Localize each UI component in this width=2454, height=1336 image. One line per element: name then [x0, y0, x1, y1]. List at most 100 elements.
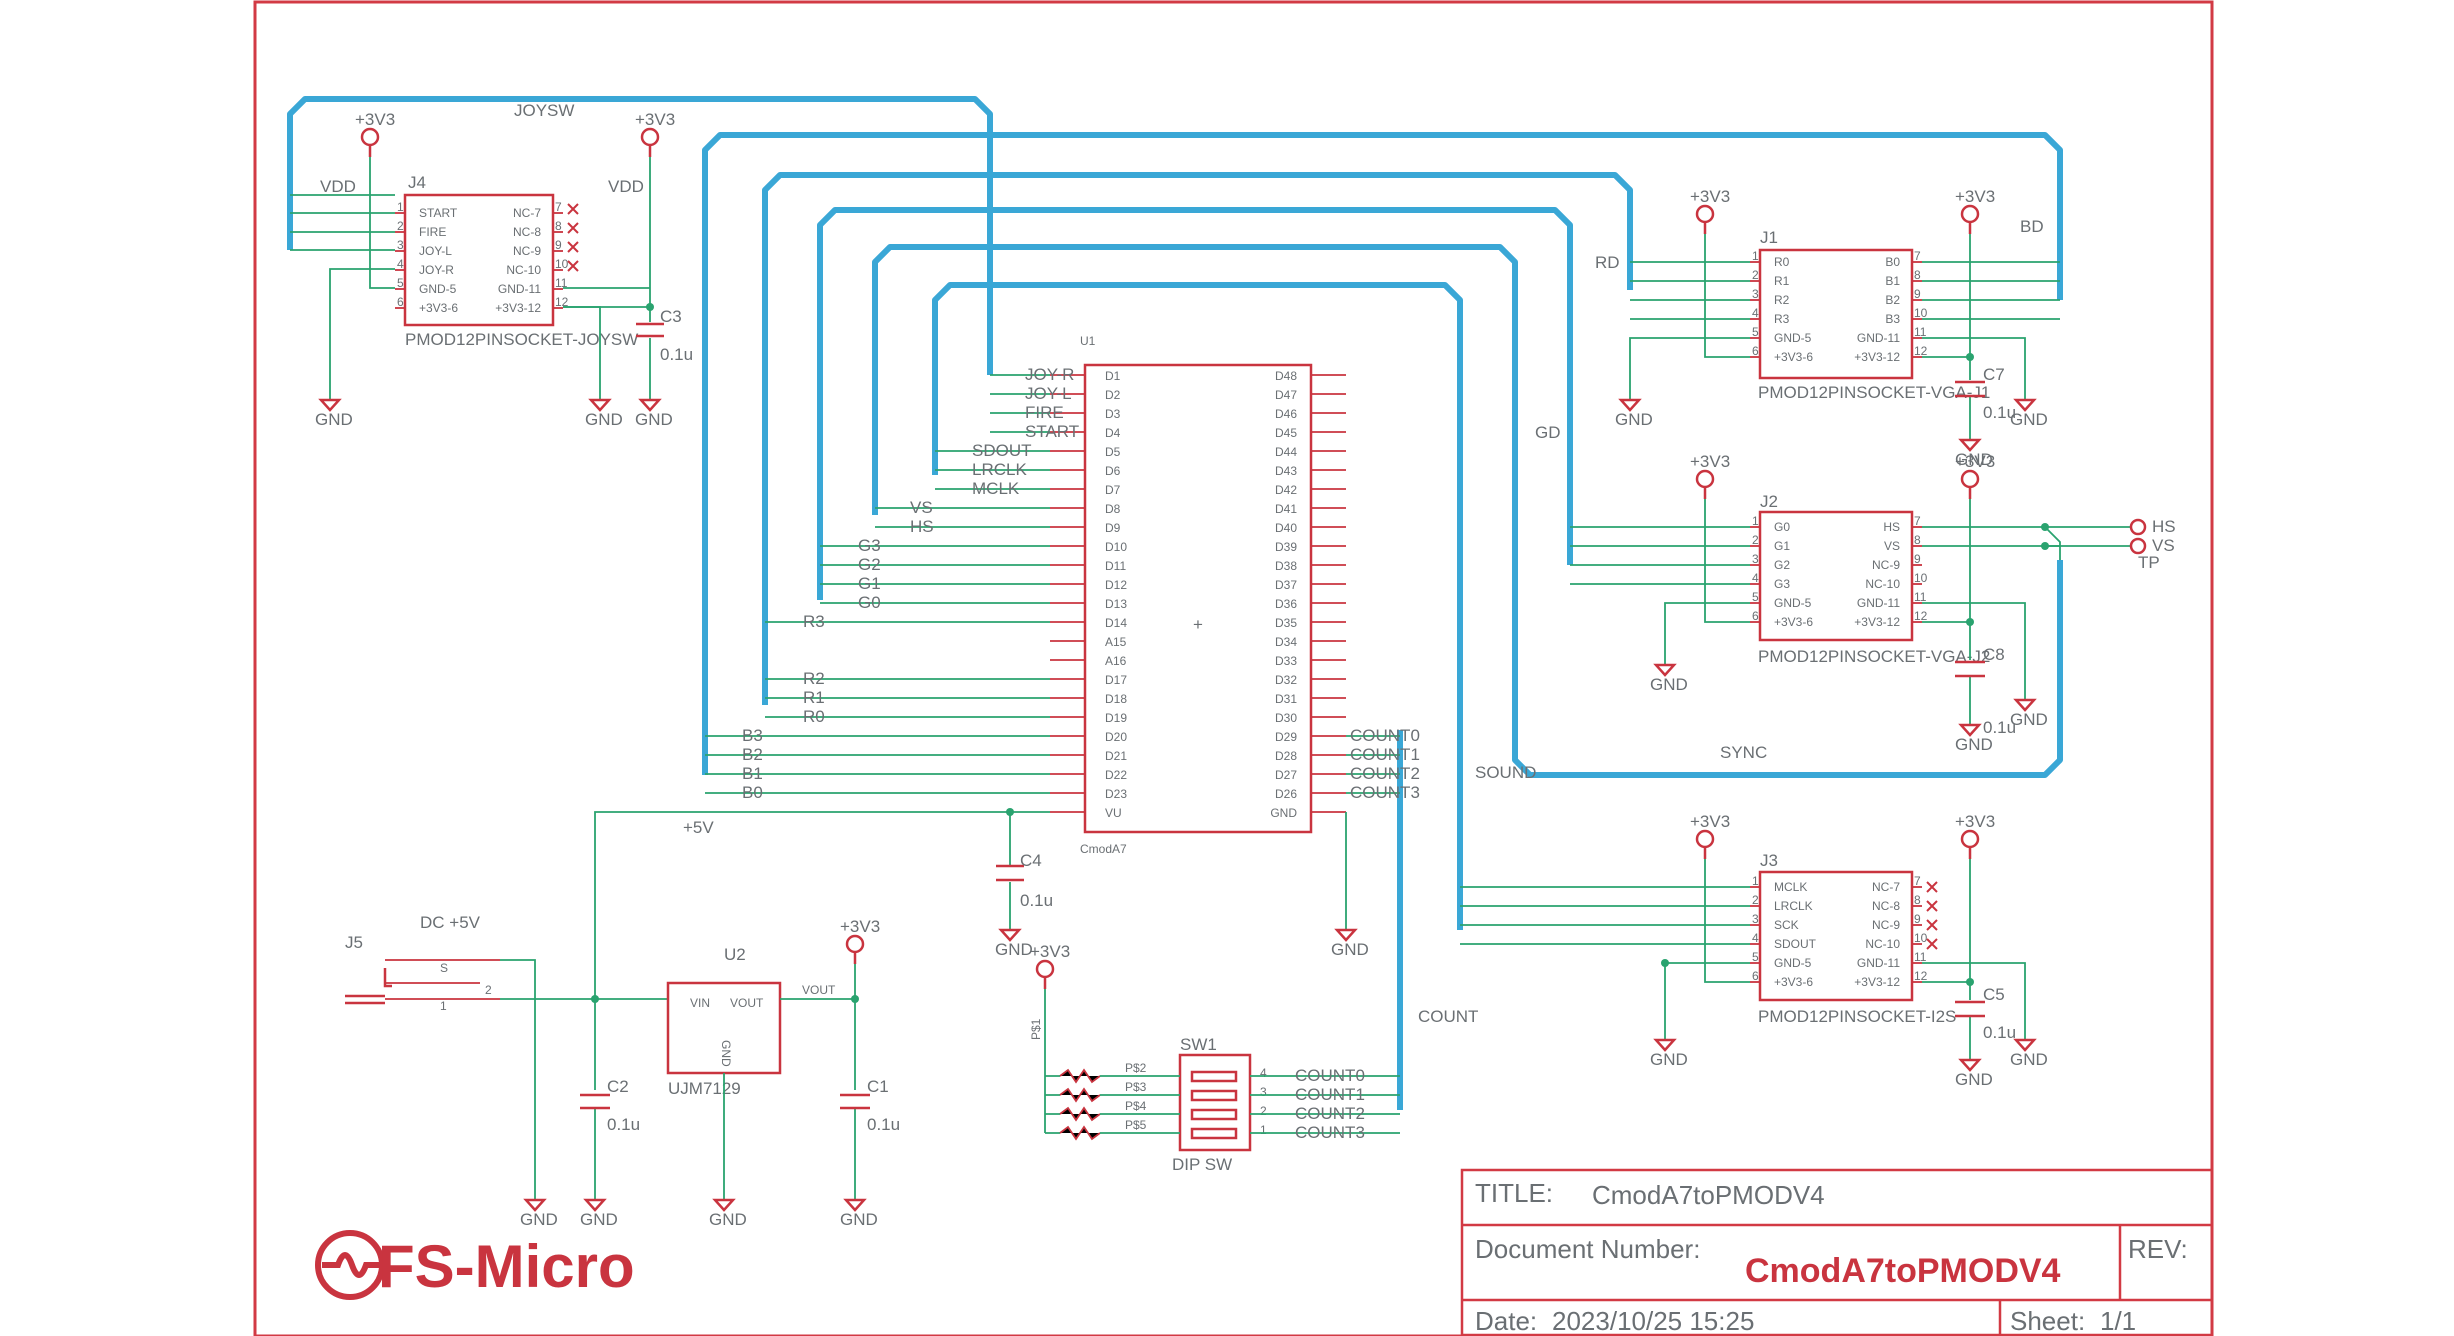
- svg-text:P$5: P$5: [1125, 1118, 1147, 1132]
- svg-text:P$3: P$3: [1125, 1080, 1147, 1094]
- svg-text:0.1u: 0.1u: [660, 345, 693, 364]
- j2-pin-+3v3-12: +3V3-12: [1854, 615, 1900, 629]
- j4-pinnum: 3: [397, 238, 404, 252]
- bus-joysw: [287, 96, 993, 375]
- u1-pin-d30: D30: [1275, 711, 1297, 725]
- dc-jack-j5: J5 DC +5V S 2 1: [345, 913, 668, 1200]
- j4-body: [403, 193, 555, 327]
- svg-text:B0: B0: [742, 783, 763, 802]
- j3-pinnum: 2: [1752, 893, 1759, 907]
- j2-pin-hs: HS: [1883, 520, 1900, 534]
- j4-pinnum: 2: [397, 219, 404, 233]
- net-label-gnd: GND: [1331, 940, 1369, 959]
- j1-pinnum: 7: [1914, 249, 1921, 263]
- j1-pin-r2: R2: [1774, 293, 1790, 307]
- svg-text:COUNT: COUNT: [1418, 1007, 1478, 1026]
- u1-pin-d35: D35: [1275, 616, 1297, 630]
- j2-pin-+3v3-6: +3V3-6: [1774, 615, 1813, 629]
- net-joysw: JOYSW: [514, 101, 574, 120]
- cap-c5: C5 0.1u: [1955, 985, 2016, 1042]
- j4-pin-+3v3-12: +3V3-12: [495, 301, 541, 315]
- j1-pin-+3v3-12: +3V3-12: [1854, 350, 1900, 364]
- j4-name: PMOD12PINSOCKET-JOYSW: [405, 330, 638, 349]
- u1-pin-d13: D13: [1105, 597, 1127, 611]
- svg-text:R1: R1: [803, 688, 825, 707]
- svg-text:G3: G3: [858, 536, 881, 555]
- j4-pinnum: 6: [397, 295, 404, 309]
- u1-pin-d14: D14: [1105, 616, 1127, 630]
- u1-pin-d40: D40: [1275, 521, 1297, 535]
- j1-pinnum: 3: [1752, 287, 1759, 301]
- j3-pin-lrclk: LRCLK: [1774, 899, 1813, 913]
- net-label-gnd: GND: [1650, 1050, 1688, 1069]
- svg-text:C5: C5: [1983, 985, 2005, 1004]
- ground-icon: [1618, 398, 1642, 412]
- sheet-value: 1/1: [2100, 1306, 2136, 1336]
- svg-text:1: 1: [1260, 1123, 1267, 1137]
- svg-text:C2: C2: [607, 1077, 629, 1096]
- v3-supply-icon: [1695, 469, 1715, 489]
- sheet-label: Sheet:: [2010, 1306, 2085, 1336]
- dip-switch-sw1: SW1 DIP SW 4 3 2 1 P$2 P$3 P$4 P$5 P$1: [1029, 985, 1400, 1174]
- svg-text:HS: HS: [910, 517, 934, 536]
- net-label-gnd: GND: [635, 410, 673, 429]
- j1-pinnum: 11: [1914, 325, 1927, 339]
- svg-text:COUNT0: COUNT0: [1295, 1066, 1365, 1085]
- net-label-gnd: GND: [995, 940, 1033, 959]
- title-value: CmodA7toPMODV4: [1592, 1180, 1825, 1210]
- ground-icon: [1958, 1058, 1982, 1072]
- j1-pinnum: 6: [1752, 344, 1759, 358]
- net-vdd-right: VDD: [608, 177, 644, 196]
- u1-pin-d33: D33: [1275, 654, 1297, 668]
- u1-pin-d43: D43: [1275, 464, 1297, 478]
- u1-pin-d42: D42: [1275, 483, 1297, 497]
- svg-text:+5V: +5V: [683, 818, 714, 837]
- v3-supply-icon: [1695, 829, 1715, 849]
- svg-text:3: 3: [1260, 1085, 1267, 1099]
- j3-pin-gnd-11: GND-11: [1857, 956, 1900, 970]
- svg-text:0.1u: 0.1u: [1020, 891, 1053, 910]
- svg-text:P$2: P$2: [1125, 1061, 1147, 1075]
- j1-pinnum: 12: [1914, 344, 1928, 358]
- u1-pin-d18: D18: [1105, 692, 1127, 706]
- ground-icon: [318, 398, 342, 412]
- docnum-label: Document Number:: [1475, 1234, 1700, 1264]
- j4-pin-nc-9: NC-9: [513, 244, 541, 258]
- j1-pinnum: 9: [1914, 287, 1921, 301]
- docnum-value: CmodA7toPMODV4: [1745, 1252, 2061, 1290]
- j4-pin-nc-8: NC-8: [513, 225, 541, 239]
- svg-text:0.1u: 0.1u: [1983, 1023, 2016, 1042]
- svg-text:G1: G1: [858, 574, 881, 593]
- svg-text:SDOUT: SDOUT: [972, 441, 1032, 460]
- j3-pin-nc-10: NC-10: [1865, 937, 1900, 951]
- u1-right-wires: [1345, 735, 1400, 930]
- j1-pinnum: 1: [1752, 249, 1759, 263]
- j3-pin-nc-7: NC-7: [1872, 880, 1900, 894]
- bus-gd: [817, 207, 1573, 600]
- ground-icon: [998, 928, 1022, 942]
- svg-text:COUNT3: COUNT3: [1295, 1123, 1365, 1142]
- ground-icon: [2013, 698, 2037, 712]
- bus-rb: [702, 132, 2063, 775]
- title-label: TITLE:: [1475, 1178, 1553, 1208]
- net-label-3v3: +3V3: [635, 110, 675, 129]
- j2-pinnum: 5: [1752, 590, 1759, 604]
- j1-pin-gnd-5: GND-5: [1774, 331, 1812, 345]
- v3-supply-icon: [1035, 959, 1055, 979]
- j2-pinnum: 11: [1914, 590, 1927, 604]
- ground-icon: [843, 1198, 867, 1212]
- j2-pin-gnd-11: GND-11: [1857, 596, 1900, 610]
- regulator-u2: VIN VOUT GND U2 UJM7129 VOUT: [666, 945, 859, 1200]
- j3-pinnum: 7: [1914, 874, 1921, 888]
- j2-pin-g1: G1: [1774, 539, 1790, 553]
- net-label-gnd: GND: [1955, 450, 1993, 469]
- svg-text:UJM7129: UJM7129: [668, 1079, 741, 1098]
- svg-text:COUNT1: COUNT1: [1350, 745, 1420, 764]
- j3-pin-sck: SCK: [1774, 918, 1799, 932]
- connector-j4: START1FIRE2JOY-L3JOY-R4GND-55+3V3-66NC-7…: [290, 145, 654, 400]
- j3-pin-nc-8: NC-8: [1872, 899, 1900, 913]
- u1-pin-d1: D1: [1105, 369, 1121, 383]
- ground-icon: [2013, 1038, 2037, 1052]
- net-label-gnd: GND: [1615, 410, 1653, 429]
- j2-pinnum: 7: [1914, 514, 1921, 528]
